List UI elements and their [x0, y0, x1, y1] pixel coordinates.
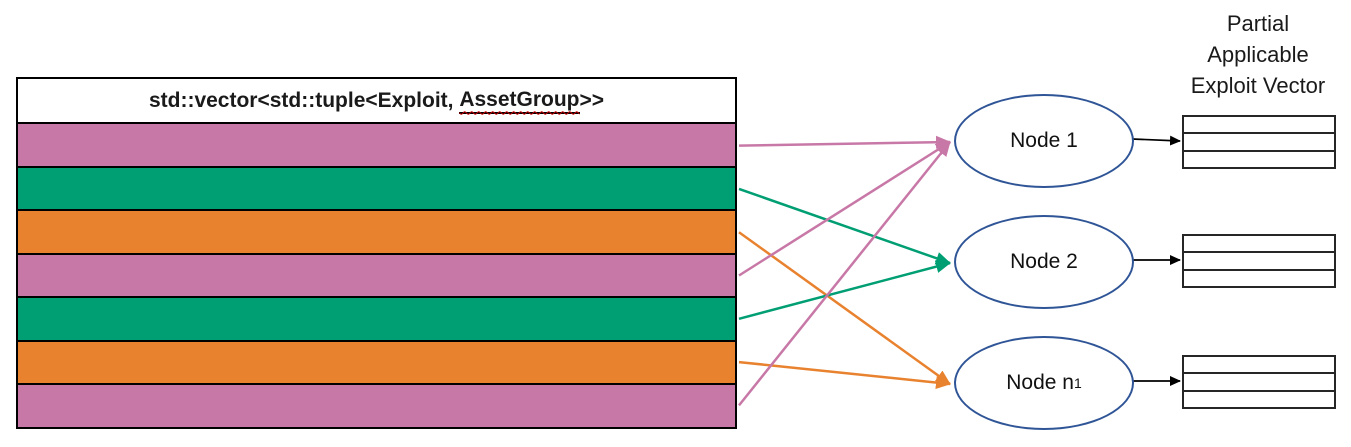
- edge-row1-to-node1: [738, 135, 951, 149]
- vector-row-6-orange: [18, 339, 735, 384]
- label-line-2: Applicable: [1207, 42, 1309, 67]
- node-2-label: Node 2: [1010, 250, 1078, 273]
- partial-applicable-exploit-vector-label: Partial Applicable Exploit Vector: [1158, 8, 1351, 101]
- exploit-tuple-vector-box: std::vector<std::tuple<Exploit, AssetGro…: [16, 77, 737, 429]
- edge-row2-to-node2: [738, 187, 951, 265]
- table-cell: [1184, 251, 1334, 269]
- vector-rows: [18, 124, 735, 428]
- label-line-1: Partial: [1226, 11, 1290, 36]
- table-cell: [1184, 372, 1334, 390]
- vector-row-2-green: [18, 165, 735, 210]
- table-cell: [1184, 117, 1334, 133]
- title-underlined-word: AssetGroup: [459, 88, 580, 114]
- arrow-node1-to-table1: [1131, 135, 1181, 146]
- edge-row7-to-node1: [738, 141, 951, 407]
- node-n1-label: Node n: [1006, 371, 1074, 394]
- partial-exploit-vector-table-1: [1182, 115, 1336, 169]
- vector-box-title: std::vector<std::tuple<Exploit, AssetGro…: [18, 79, 735, 124]
- edge-row3-to-node3: [738, 231, 951, 386]
- table-cell: [1184, 389, 1334, 407]
- vector-row-3-orange: [18, 209, 735, 253]
- table-cell: [1184, 268, 1334, 286]
- partial-exploit-vector-table-2: [1182, 234, 1336, 288]
- table-cell: [1184, 132, 1334, 150]
- node-1-label: Node 1: [1010, 129, 1078, 152]
- vector-row-5-green: [18, 296, 735, 340]
- node-1-ellipse: Node 1: [954, 94, 1134, 188]
- table-cell: [1184, 236, 1334, 252]
- table-cell: [1184, 149, 1334, 167]
- edge-row5-to-node2: [738, 260, 951, 320]
- title-prefix: std::vector<std::tuple<Exploit,: [148, 88, 460, 112]
- edge-row6-to-node3: [738, 360, 951, 390]
- table-cell: [1184, 357, 1334, 373]
- vector-row-1-pink: [18, 124, 735, 166]
- vector-row-4-pink: [18, 252, 735, 297]
- title-suffix: >>: [579, 88, 605, 112]
- edge-row4-to-node1: [738, 140, 951, 277]
- partial-exploit-vector-table-3: [1182, 355, 1336, 409]
- vector-row-7-pink: [18, 383, 735, 428]
- label-line-3: Exploit Vector: [1190, 73, 1326, 98]
- node-2-ellipse: Node 2: [954, 215, 1134, 309]
